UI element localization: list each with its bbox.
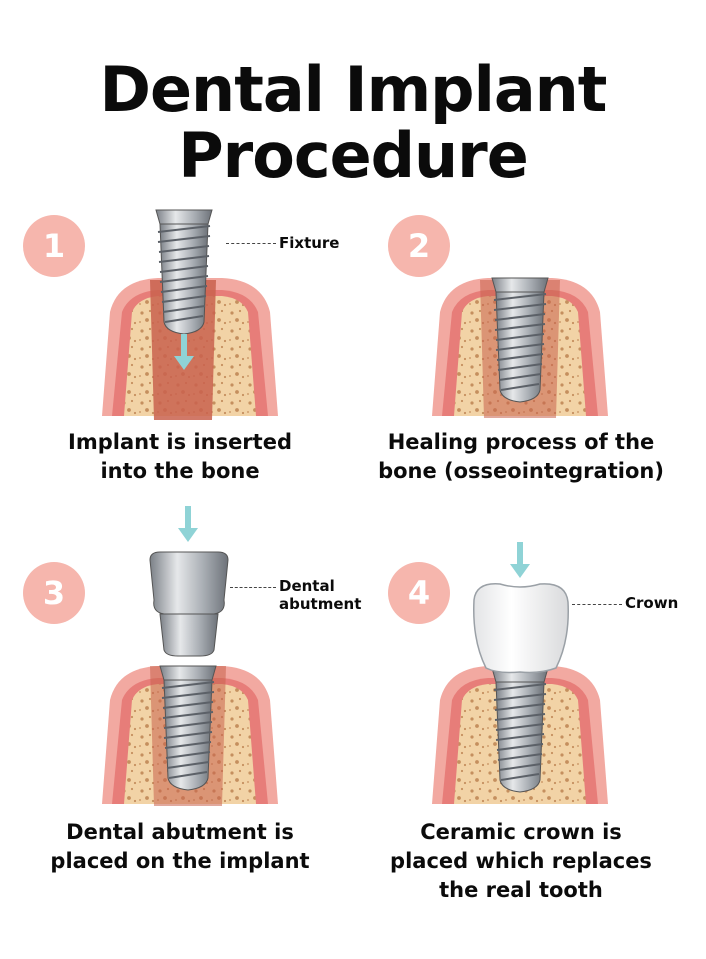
step-2-badge: 2 — [388, 215, 450, 277]
step-4-caption-line-2: placed which replaces — [390, 849, 652, 873]
step-4-caption-line-3: the real tooth — [439, 878, 603, 902]
step-2-caption-line-1: Healing process of the — [387, 430, 655, 454]
step-3-badge: 3 — [23, 562, 85, 624]
fixture-leader-line — [226, 243, 276, 244]
title-line-1: Dental Implant — [99, 53, 608, 126]
step-3-illustration — [102, 506, 278, 806]
step-1-caption-line-1: Implant is inserted — [68, 430, 292, 454]
step-4-badge: 4 — [388, 562, 450, 624]
step-4-caption: Ceramic crown is placed which replaces t… — [358, 818, 684, 905]
step-3-caption-line-2: placed on the implant — [50, 849, 310, 873]
step-2-caption-line-2: bone (osseointegration) — [378, 459, 664, 483]
title-line-2: Procedure — [178, 119, 529, 192]
abutment-label-line-2: abutment — [279, 595, 362, 613]
step-1-caption: Implant is inserted into the bone — [20, 428, 340, 486]
crown-label: Crown — [625, 594, 679, 612]
step-4-caption-line-1: Ceramic crown is — [420, 820, 622, 844]
crown-leader-line — [572, 604, 622, 605]
abutment-label-line-1: Dental — [279, 577, 335, 595]
step-1-badge: 1 — [23, 215, 85, 277]
step-1-illustration — [102, 209, 278, 420]
step-2-caption: Healing process of the bone (osseointegr… — [358, 428, 684, 486]
abutment-leader-line — [230, 587, 276, 588]
step-3-caption: Dental abutment is placed on the implant — [20, 818, 340, 876]
fixture-label: Fixture — [279, 234, 340, 252]
step-4-illustration — [432, 542, 608, 804]
step-3-caption-line-1: Dental abutment is — [66, 820, 294, 844]
step-2-illustration — [432, 277, 608, 418]
step-1-caption-line-2: into the bone — [100, 459, 260, 483]
